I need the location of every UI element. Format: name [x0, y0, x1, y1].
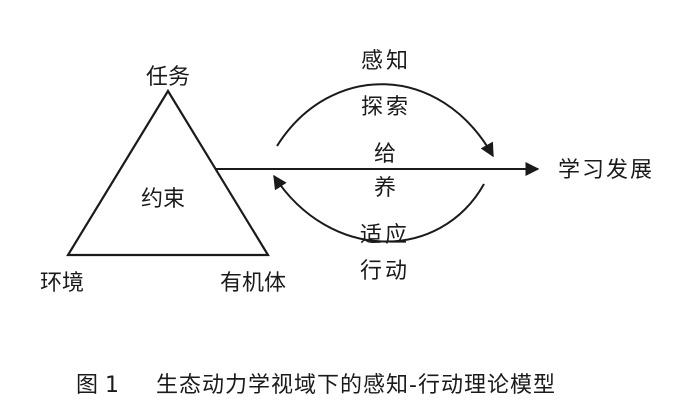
exploration-label: 探索 — [361, 95, 411, 120]
afford-label-top: 给 — [374, 142, 396, 167]
constraint-label: 约束 — [141, 187, 185, 212]
organism-label: 有机体 — [220, 271, 286, 296]
environment-label: 环境 — [40, 271, 84, 296]
learning-development-label: 学习发展 — [558, 158, 654, 183]
adaptation-label: 适应 — [360, 223, 410, 248]
action-arc — [273, 174, 485, 243]
afford-label-bottom: 养 — [374, 176, 396, 201]
figure-number: 图 1 — [76, 373, 119, 398]
perception-label: 感知 — [361, 49, 411, 74]
constraint-triangle — [66, 88, 270, 257]
action-label: 行动 — [360, 259, 410, 284]
task-label: 任务 — [146, 65, 190, 90]
figure-title: 生态动力学视域下的感知-行动理论模型 — [156, 373, 556, 398]
perception-arc — [276, 83, 494, 158]
